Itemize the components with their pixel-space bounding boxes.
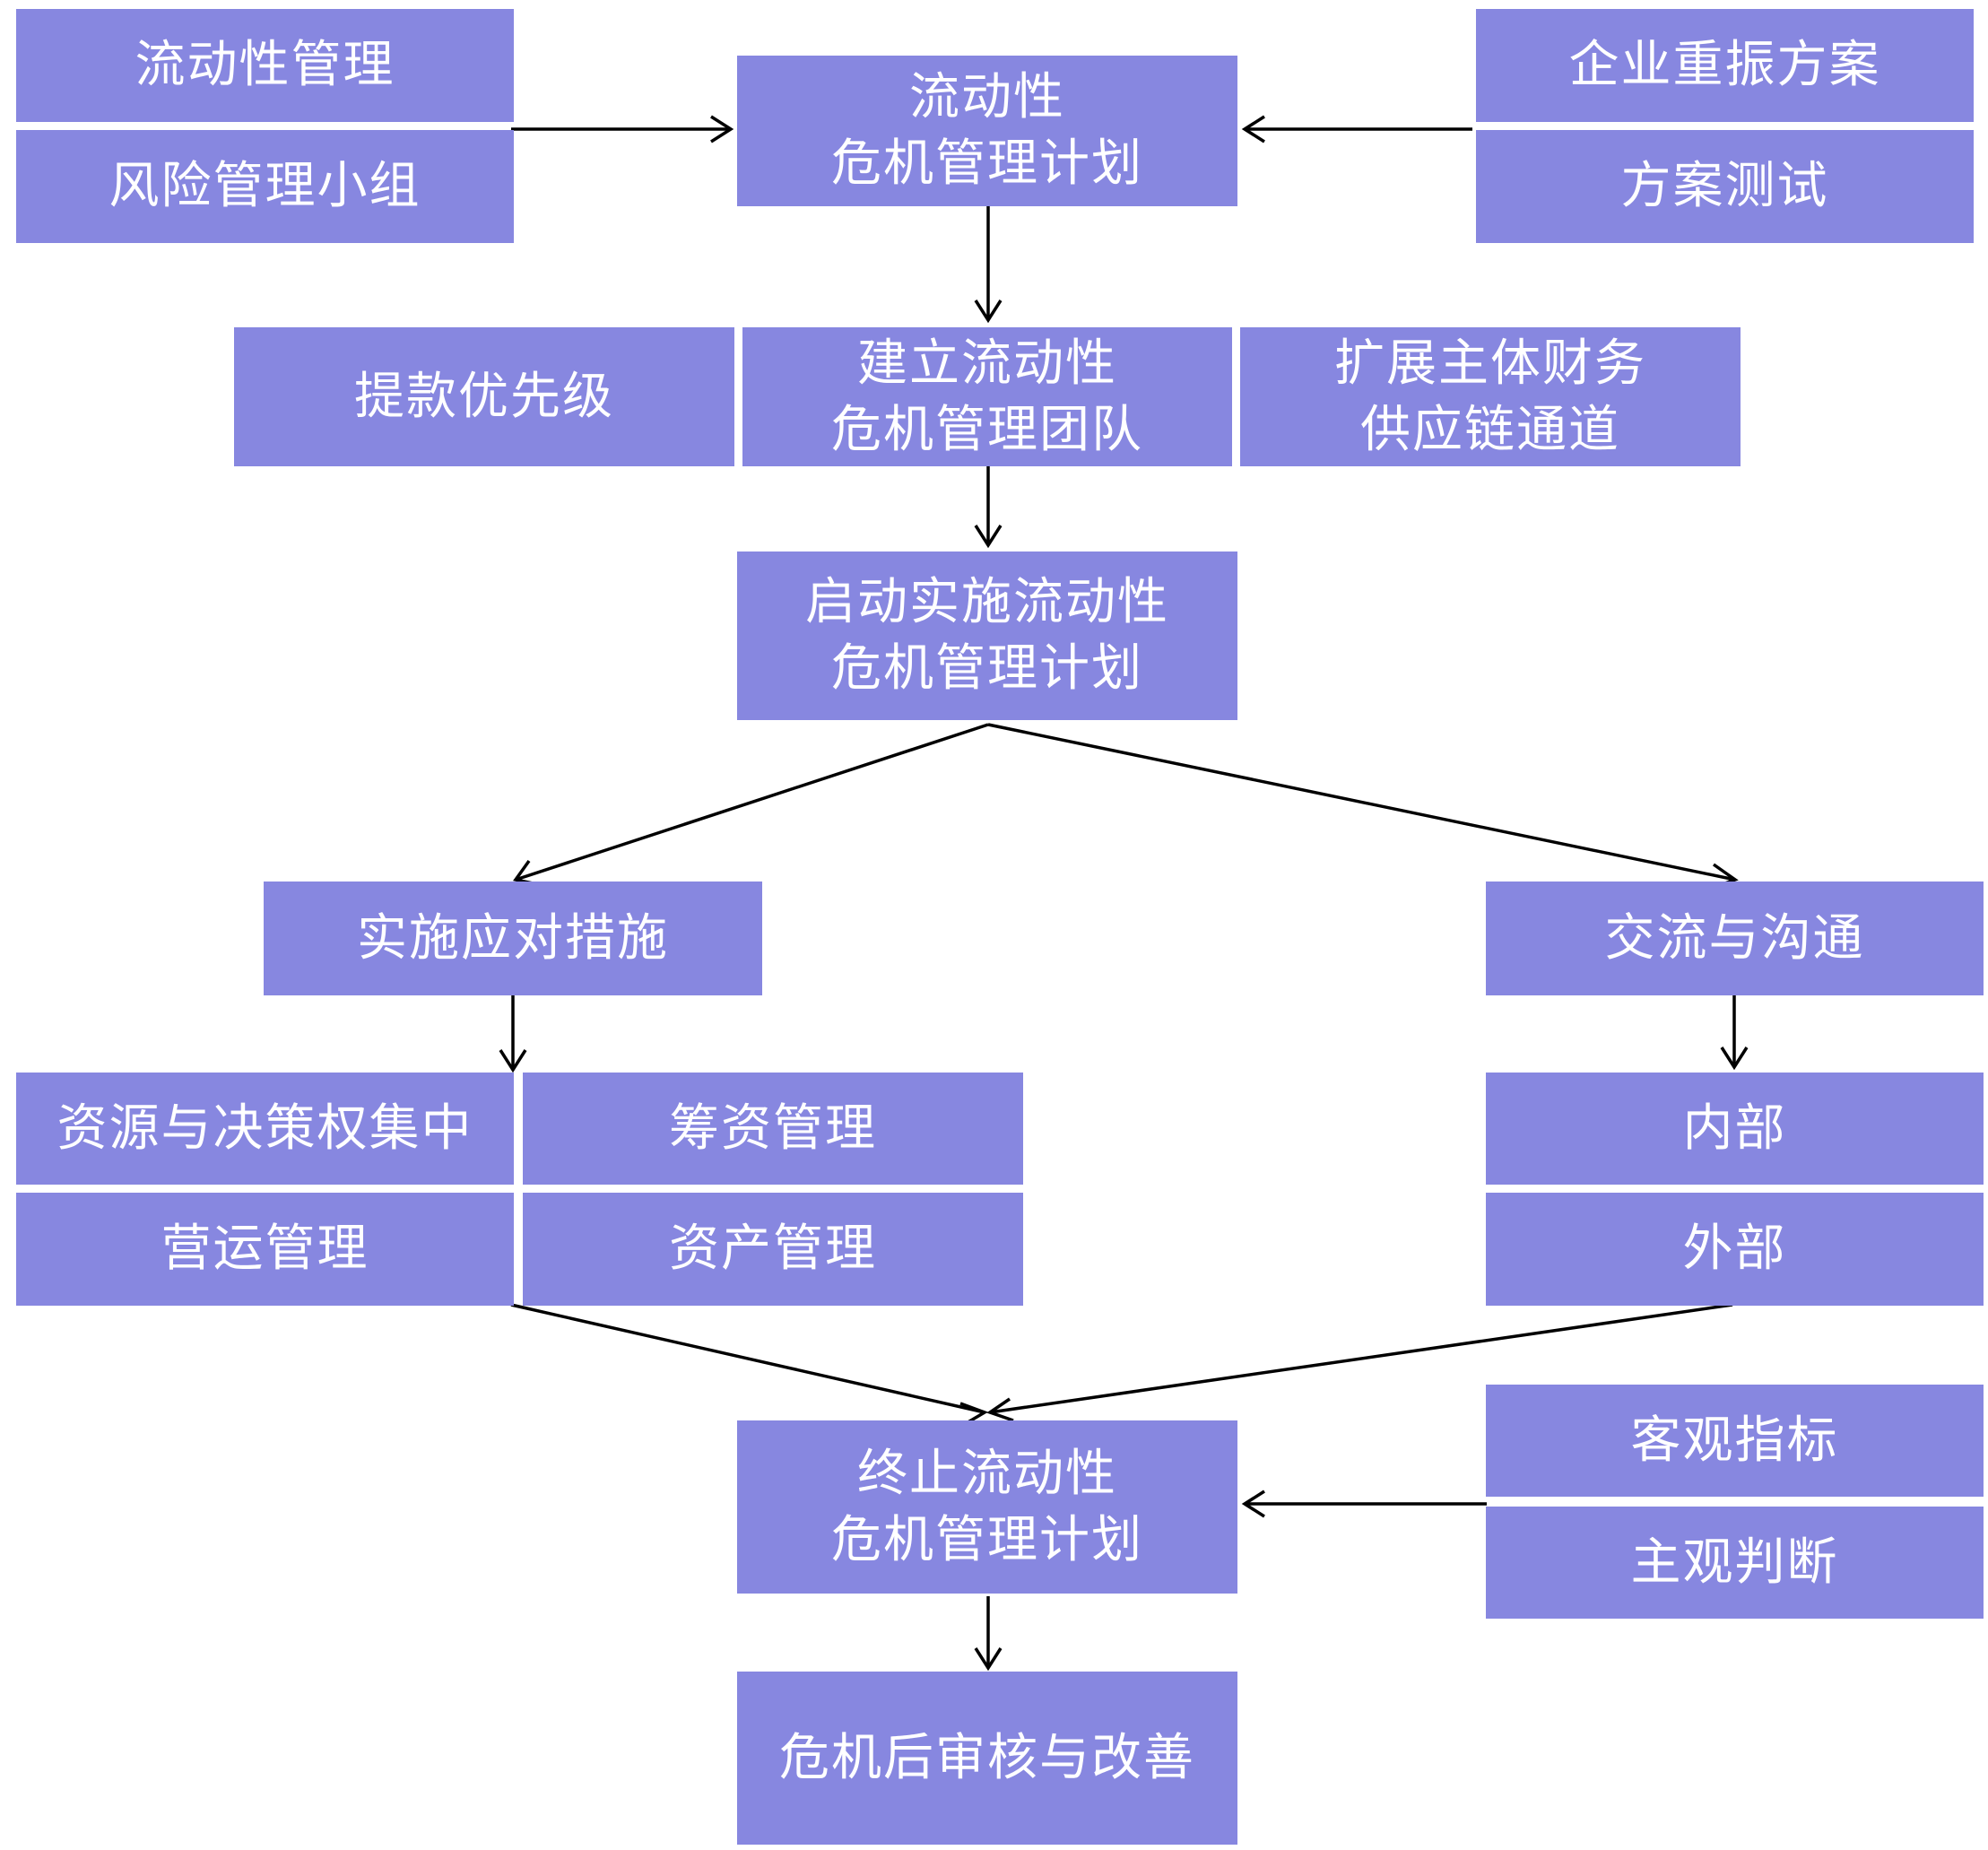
box-subjective-judgment-label: 主观判断 — [1630, 1533, 1839, 1592]
box-revival-plan: 企业重振方案 — [1476, 9, 1974, 122]
box-operations-management-label: 营运管理 — [161, 1220, 369, 1278]
box-funding-management-label: 筹资管理 — [669, 1099, 877, 1158]
box-revival-plan-label: 企业重振方案 — [1568, 36, 1881, 94]
box-terminate-plan-line1: 终止流动性 — [857, 1444, 1117, 1503]
box-terminate-plan-line2: 危机管理计划 — [831, 1510, 1143, 1569]
box-expand-supply-chain: 扩展主体财务 供应链通道 — [1240, 327, 1741, 466]
box-liquidity-crisis-plan-line2: 危机管理计划 — [831, 135, 1143, 193]
box-start-implementation-line2: 危机管理计划 — [831, 639, 1143, 698]
box-start-implementation: 启动实施流动性 危机管理计划 — [737, 552, 1237, 720]
box-funding-management: 筹资管理 — [523, 1073, 1023, 1185]
arrow-external-to-end — [989, 1303, 1733, 1414]
box-internal: 内部 — [1486, 1073, 1984, 1185]
box-objective-indicators: 客观指标 — [1486, 1385, 1984, 1497]
box-build-crisis-team-line2: 危机管理团队 — [831, 400, 1143, 459]
box-internal-label: 内部 — [1682, 1099, 1787, 1158]
box-centralize-resources-label: 资源与决策权集中 — [56, 1099, 473, 1158]
box-operations-management: 营运管理 — [16, 1193, 514, 1306]
box-plan-testing: 方案测试 — [1476, 130, 1974, 243]
box-external-label: 外部 — [1682, 1220, 1787, 1278]
box-plan-testing-label: 方案测试 — [1620, 157, 1829, 215]
box-terminate-plan: 终止流动性 危机管理计划 — [737, 1420, 1237, 1594]
box-withdrawal-priority: 提款优先级 — [234, 327, 734, 466]
box-post-crisis-review-label: 危机后审核与改善 — [779, 1728, 1195, 1787]
box-communication: 交流与沟通 — [1486, 882, 1984, 995]
box-implement-measures-label: 实施应对措施 — [357, 908, 669, 968]
box-objective-indicators-label: 客观指标 — [1630, 1411, 1839, 1470]
box-start-implementation-line1: 启动实施流动性 — [805, 573, 1169, 631]
box-liquidity-management: 流动性管理 — [16, 9, 514, 122]
box-build-crisis-team: 建立流动性 危机管理团队 — [742, 327, 1232, 466]
arrow-groups-to-end — [510, 1303, 985, 1414]
box-build-crisis-team-line1: 建立流动性 — [857, 334, 1117, 393]
box-liquidity-management-label: 流动性管理 — [135, 36, 395, 94]
box-withdrawal-priority-label: 提款优先级 — [354, 367, 614, 426]
box-liquidity-crisis-plan: 流动性 危机管理计划 — [737, 56, 1237, 206]
box-risk-management-team: 风险管理小组 — [16, 130, 514, 243]
box-subjective-judgment: 主观判断 — [1486, 1507, 1984, 1619]
box-expand-supply-chain-line1: 扩展主体财务 — [1334, 334, 1646, 393]
box-asset-management: 资产管理 — [523, 1193, 1023, 1306]
box-communication-label: 交流与沟通 — [1604, 908, 1865, 968]
box-centralize-resources: 资源与决策权集中 — [16, 1073, 514, 1185]
box-risk-management-team-label: 风险管理小组 — [109, 157, 421, 215]
arrow-start-to-measures — [515, 723, 989, 882]
box-asset-management-label: 资产管理 — [669, 1220, 877, 1278]
box-implement-measures: 实施应对措施 — [264, 882, 762, 995]
box-liquidity-crisis-plan-line1: 流动性 — [909, 68, 1065, 126]
box-external: 外部 — [1486, 1193, 1984, 1306]
box-expand-supply-chain-line2: 供应链通道 — [1360, 400, 1620, 459]
box-post-crisis-review: 危机后审核与改善 — [737, 1672, 1237, 1845]
arrow-start-to-comm — [987, 723, 1736, 882]
